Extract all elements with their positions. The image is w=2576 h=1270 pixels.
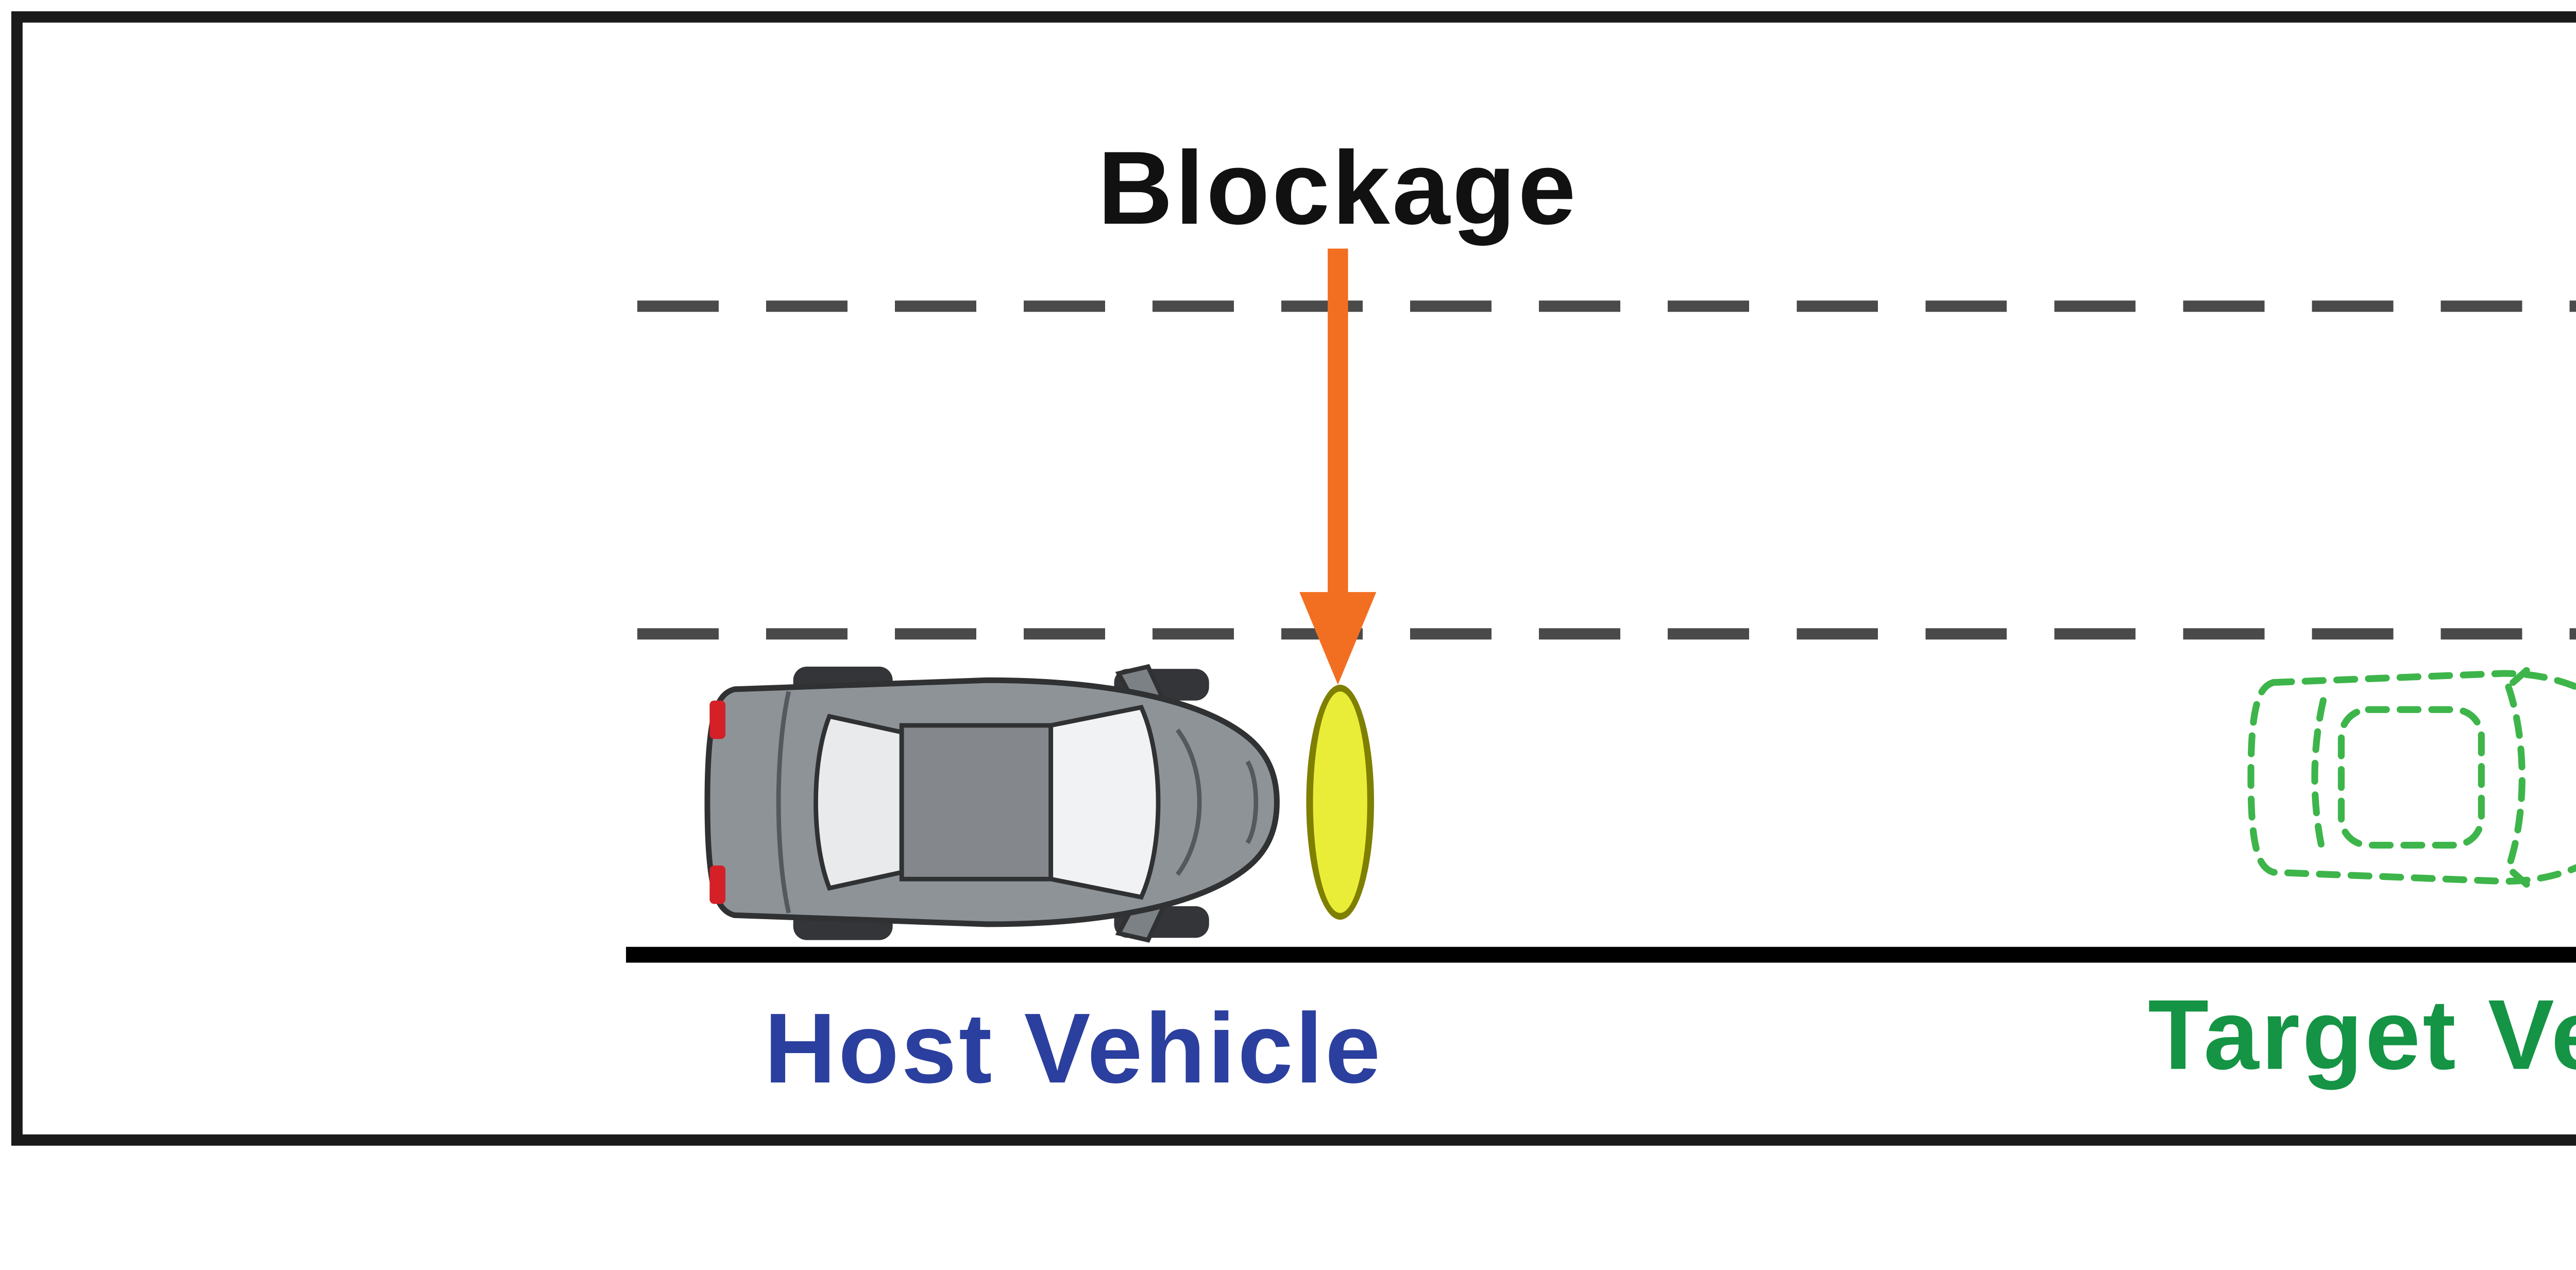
target-vehicle-icon	[2238, 660, 2576, 898]
blockage-title: Blockage	[1097, 129, 1578, 247]
lane-divider-lower	[637, 628, 2576, 640]
target-vehicle-label: Target Vehicle	[2148, 980, 2576, 1092]
lane-divider-upper	[637, 300, 2576, 312]
host-vehicle-icon	[694, 662, 1293, 944]
road-edge-line	[626, 946, 2576, 963]
blockage-marker	[1306, 684, 1374, 920]
blockage-down-arrow-icon	[1293, 248, 1383, 687]
diagram-frame: Blockage	[11, 11, 2576, 1146]
host-vehicle-label: Host Vehicle	[764, 994, 1383, 1105]
